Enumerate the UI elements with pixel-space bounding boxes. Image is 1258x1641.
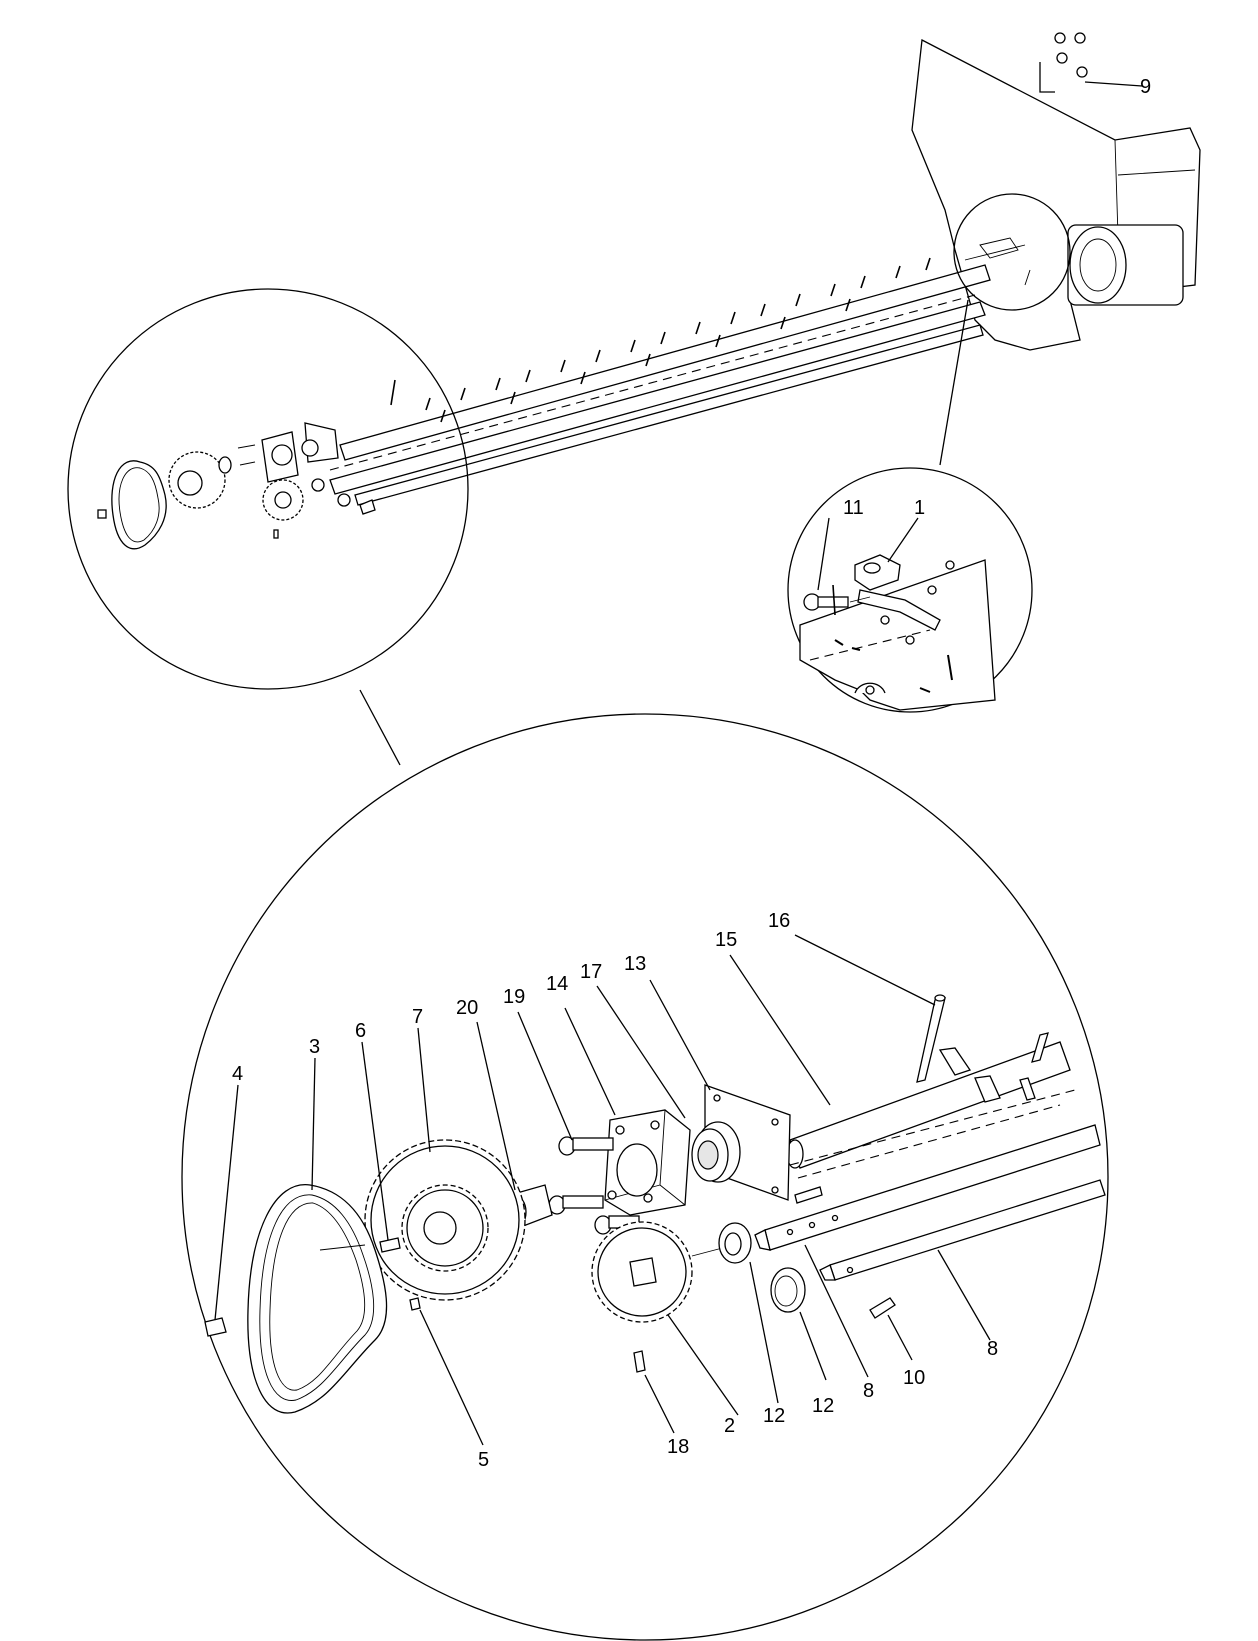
- detail-circle-main: [181, 713, 1109, 1641]
- belt-part-3: [247, 1184, 388, 1414]
- callout-15: 15: [715, 929, 737, 951]
- detail-circle-left: [67, 288, 469, 766]
- callout-13: 13: [624, 953, 646, 975]
- overview-assembly: [329, 32, 1201, 506]
- callout-20: 20: [456, 997, 478, 1019]
- callout-10: 10: [903, 1367, 925, 1389]
- callout-16: 16: [768, 910, 790, 932]
- callout-17: 17: [580, 961, 602, 983]
- leader-lines: [214, 81, 1143, 1446]
- bolt-part-19: [548, 1136, 640, 1235]
- sprocket-hub-part-7: [401, 1184, 489, 1272]
- callout-3: 3: [309, 1036, 320, 1058]
- callout-7: 7: [412, 1006, 423, 1028]
- top-nuts: [1039, 32, 1088, 93]
- callout-11: 11: [843, 497, 864, 519]
- bearing-part-17: [691, 1121, 741, 1183]
- callout-12a: 12: [763, 1405, 785, 1427]
- key-part-6: [379, 1237, 401, 1253]
- callout-14: 14: [546, 973, 568, 995]
- callout-8b: 8: [987, 1338, 998, 1360]
- detail-circle-right: [787, 467, 1033, 713]
- setscrew-part-5: [409, 1297, 421, 1311]
- cap-part-4: [204, 1317, 227, 1337]
- housing-part-14: [604, 1109, 691, 1216]
- overview-shaft-lower: [354, 324, 984, 506]
- pin-part-10: [869, 1297, 896, 1319]
- square-shaft-part-8: [754, 1124, 1106, 1281]
- callout-5: 5: [478, 1449, 489, 1471]
- callout-4: 4: [232, 1063, 243, 1085]
- callout-labels: 9 11 1 4 3 6 7 20 19 14 17 13 15 16 5 18…: [232, 76, 1151, 1471]
- overview-shaft-pins: [390, 257, 931, 423]
- callout-12b: 12: [812, 1395, 834, 1417]
- callout-8a: 8: [863, 1380, 874, 1402]
- callout-9: 9: [1140, 76, 1151, 98]
- shaft-part-15: [786, 994, 1076, 1204]
- callout-2: 2: [724, 1415, 735, 1437]
- callout-18: 18: [667, 1436, 689, 1458]
- pin-part-18: [633, 1350, 646, 1373]
- overview-shaft-upper: [339, 264, 991, 461]
- callout-6: 6: [355, 1020, 366, 1042]
- detail-circle-small: [953, 193, 1071, 311]
- callout-1: 1: [914, 497, 925, 519]
- callout-19: 19: [503, 986, 525, 1008]
- overview-shaft-mid: [329, 301, 986, 495]
- sprocket-part-2: [591, 1221, 731, 1323]
- washer-part-12: [718, 1222, 806, 1313]
- bracket-part-1: [854, 554, 901, 591]
